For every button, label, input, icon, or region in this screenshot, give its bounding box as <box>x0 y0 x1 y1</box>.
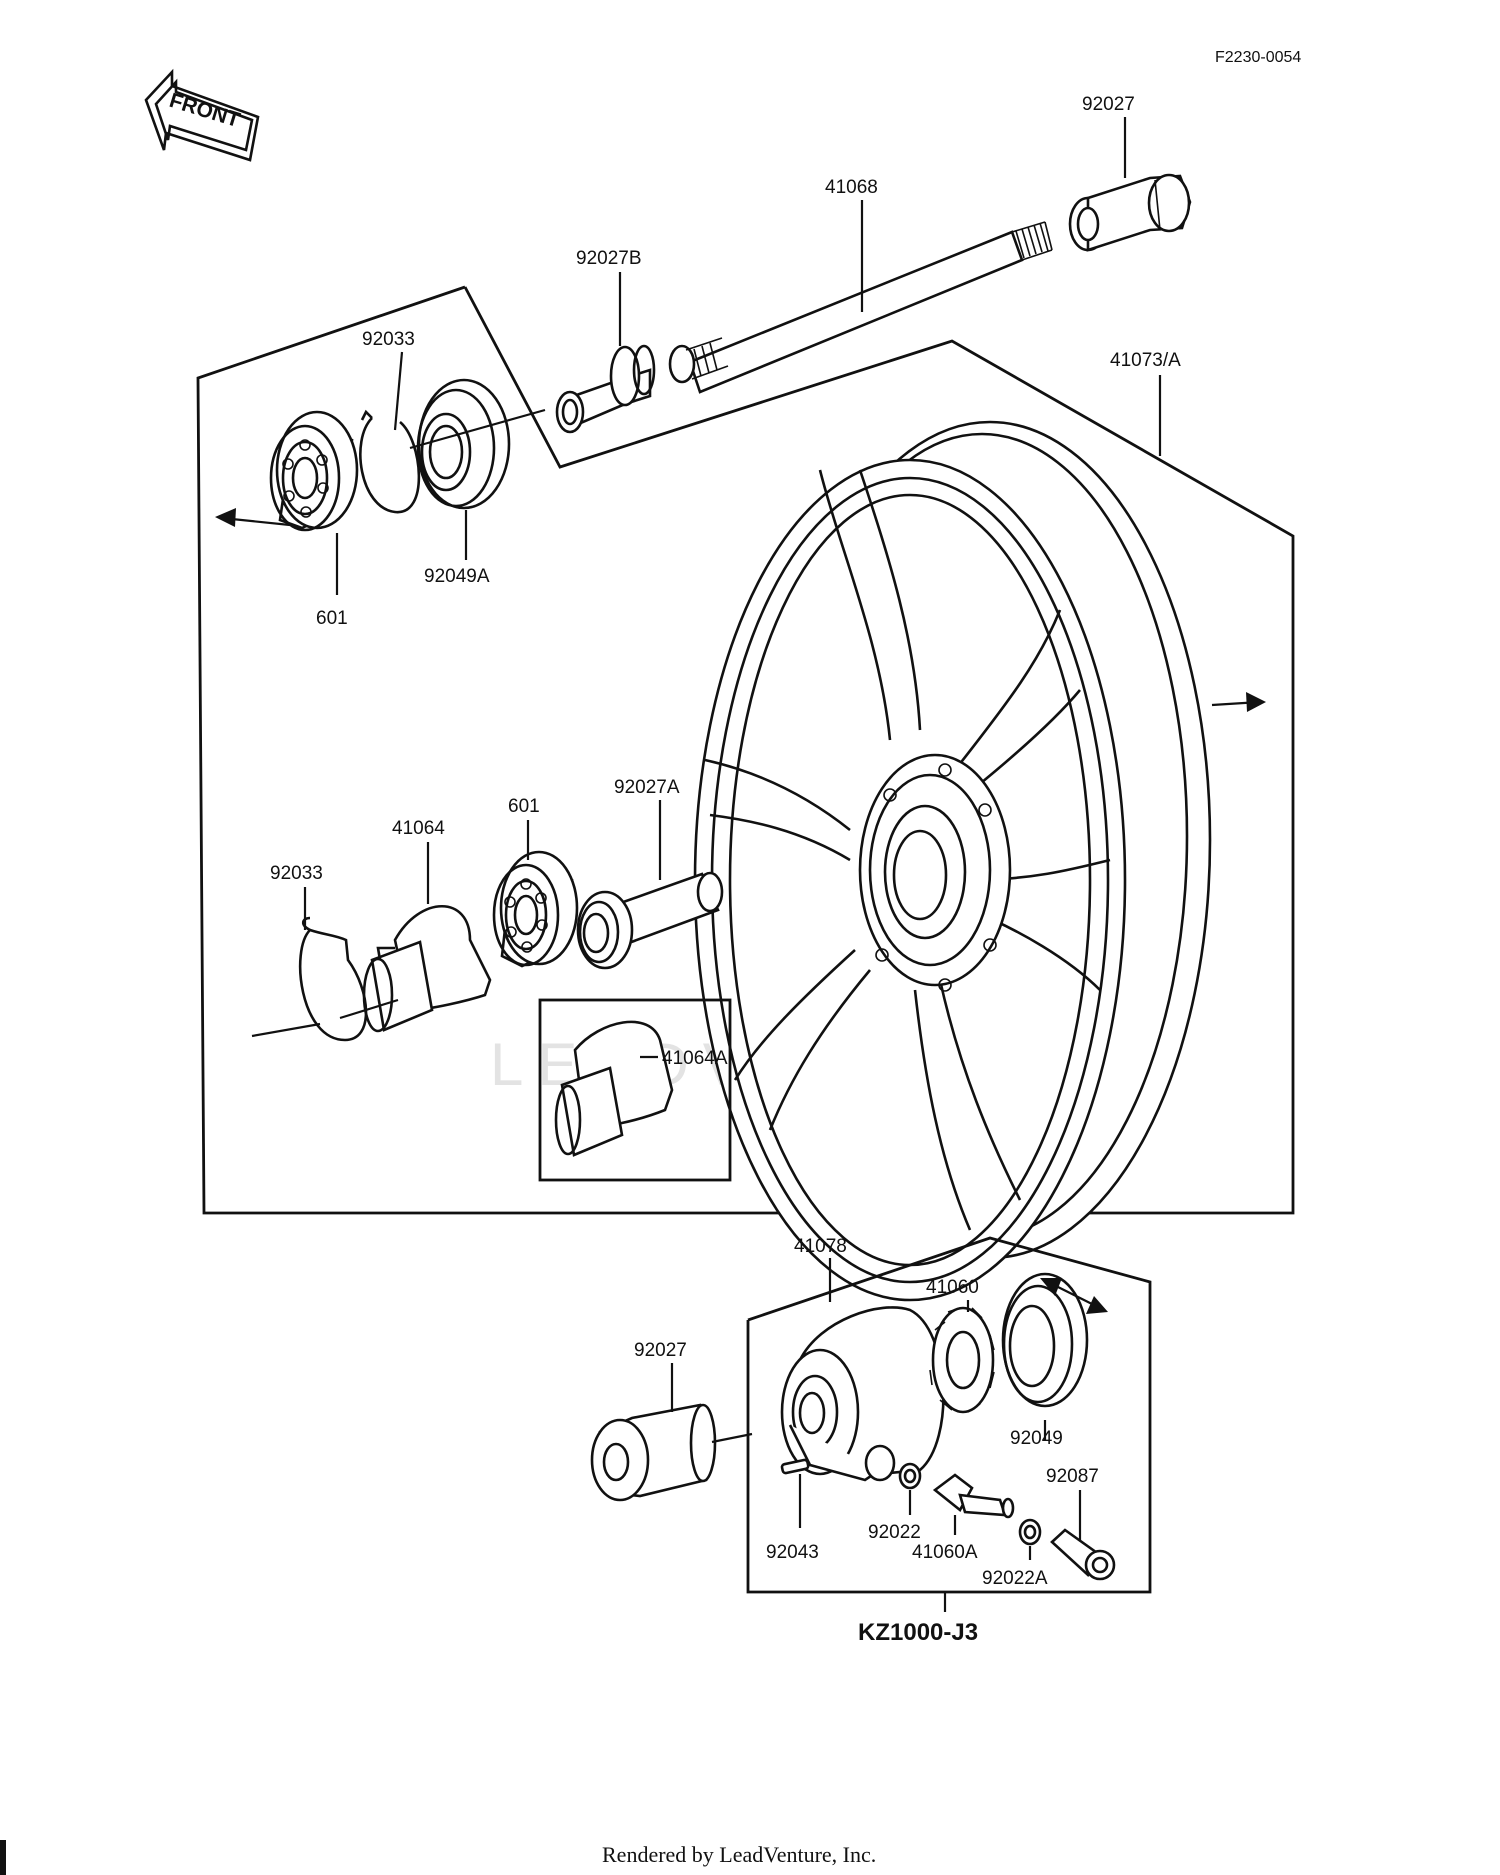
circlip-92033-top <box>359 409 421 514</box>
diagram-code: F2230-0054 <box>1215 49 1301 66</box>
bearing-601-top <box>269 410 359 532</box>
label-92049: 92049 <box>1010 1428 1063 1449</box>
label-92027-top: 92027 <box>1082 94 1135 115</box>
label-92027B: 92027B <box>576 248 642 269</box>
centerline-mid <box>251 1022 321 1038</box>
bushing-92087 <box>1050 1528 1116 1581</box>
pinion-41060A <box>932 1473 1015 1519</box>
oil-seal-92049 <box>1001 1272 1089 1408</box>
cast-wheel <box>693 420 1212 1302</box>
washer-92022 <box>898 1462 922 1490</box>
label-92027-bottom: 92027 <box>634 1340 687 1361</box>
circlip-92033-mid <box>298 916 368 1042</box>
speedometer-ring-41064 <box>362 905 492 1033</box>
centerline-bottom <box>711 1432 753 1444</box>
washer-92022A <box>1018 1518 1042 1546</box>
pin-92043 <box>780 1458 810 1475</box>
direction-arrow-bottom <box>1040 1278 1108 1314</box>
main-assembly-boundary <box>196 285 1295 1215</box>
model-label: KZ1000-J3 <box>858 1619 978 1646</box>
label-92022A: 92022A <box>982 1568 1048 1589</box>
label-41060A: 41060A <box>912 1542 978 1563</box>
left-edge-mark <box>0 1840 6 1875</box>
front-arrow-icon: FRONT <box>144 68 260 162</box>
label-41068: 41068 <box>825 177 878 198</box>
gear-housing-41078 <box>780 1306 945 1482</box>
footer-text: Rendered by LeadVenture, Inc. <box>602 1842 876 1867</box>
direction-arrow-right <box>1211 692 1266 712</box>
axle-nut-top <box>1068 173 1192 252</box>
label-92033-top: 92033 <box>362 329 415 350</box>
direction-arrow-left-top <box>215 508 291 527</box>
speedometer-gear-41060 <box>929 1306 995 1414</box>
label-41064: 41064 <box>392 818 445 839</box>
label-41064A: 41064A <box>662 1048 728 1069</box>
collar-92027B <box>555 344 656 434</box>
collar-92027A <box>576 871 724 970</box>
label-92027A: 92027A <box>614 777 680 798</box>
axle-nut-bottom <box>590 1403 717 1502</box>
label-92049A: 92049A <box>424 566 490 587</box>
label-92087: 92087 <box>1046 1466 1099 1487</box>
front-axle <box>668 221 1053 394</box>
label-41073A: 41073/A <box>1110 350 1181 371</box>
label-92033-mid: 92033 <box>270 863 323 884</box>
label-41078: 41078 <box>794 1236 847 1257</box>
oil-seal-92049A <box>416 378 511 510</box>
label-41060: 41060 <box>926 1277 979 1298</box>
bearing-601-mid <box>492 850 579 968</box>
label-92043: 92043 <box>766 1542 819 1563</box>
sub-assembly-boundary <box>746 1236 1152 1594</box>
speedometer-ring-41064A <box>554 1020 674 1157</box>
label-601-mid: 601 <box>508 796 540 817</box>
label-92022: 92022 <box>868 1522 921 1543</box>
leader-lines <box>303 117 1162 1612</box>
label-601-top: 601 <box>316 608 348 629</box>
inset-41064A-box <box>538 998 732 1182</box>
part-labels: 92027 41068 92027B 92033 41073/A 92049A … <box>270 94 1181 1589</box>
